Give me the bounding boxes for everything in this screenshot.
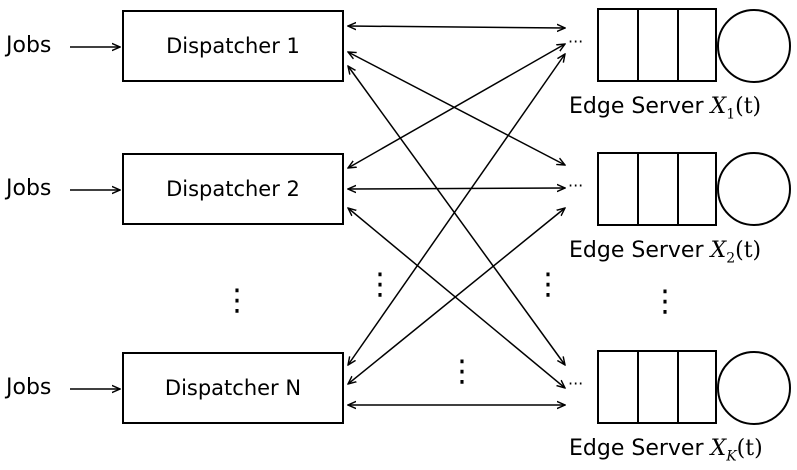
server-ellipsis: ⋮ bbox=[650, 284, 680, 319]
queue-ellipsis-1: ··· bbox=[568, 32, 584, 51]
jobs-label-n: Jobs bbox=[6, 375, 52, 400]
dispatcher-2-label: Dispatcher 2 bbox=[166, 177, 300, 201]
server-circle-k bbox=[717, 351, 791, 425]
queue-ellipsis-2: ··· bbox=[568, 176, 584, 195]
server-caption-k: Edge Server XK(t) bbox=[569, 436, 763, 465]
dispatcher-n: Dispatcher N bbox=[122, 352, 344, 424]
queue-server-k bbox=[597, 350, 791, 425]
dispatcher-1-label: Dispatcher 1 bbox=[166, 34, 300, 58]
server-circle-2 bbox=[717, 152, 791, 226]
link-dn-s2 bbox=[348, 208, 565, 384]
server-caption-k-text: Edge Server bbox=[569, 436, 704, 461]
link-d2-s1 bbox=[348, 44, 565, 168]
jobs-label-2: Jobs bbox=[6, 176, 52, 201]
server-caption-1-var: X1(t) bbox=[710, 94, 762, 123]
link-d1-s2 bbox=[348, 52, 565, 165]
link-ellipsis-mid: ⋮ bbox=[447, 354, 477, 389]
server-caption-2-text: Edge Server bbox=[569, 238, 704, 263]
dispatcher-2: Dispatcher 2 bbox=[122, 153, 344, 225]
link-d2-s2 bbox=[348, 188, 565, 189]
link-ellipsis-left: ⋮ bbox=[365, 267, 395, 302]
link-d1-sk bbox=[348, 66, 565, 365]
queue-server-1 bbox=[597, 8, 791, 83]
server-caption-1: Edge Server X1(t) bbox=[569, 94, 762, 123]
server-circle-1 bbox=[717, 9, 791, 83]
dispatcher-ellipsis: ⋮ bbox=[222, 283, 252, 318]
server-caption-k-var: XK(t) bbox=[710, 436, 763, 465]
dispatcher-n-label: Dispatcher N bbox=[164, 376, 302, 400]
dispatcher-1: Dispatcher 1 bbox=[122, 10, 344, 82]
server-caption-2-var: X2(t) bbox=[710, 238, 762, 267]
link-ellipsis-right: ⋮ bbox=[533, 267, 563, 302]
link-dn-s1 bbox=[348, 54, 565, 365]
server-caption-2: Edge Server X2(t) bbox=[569, 238, 762, 267]
queue-server-2 bbox=[597, 152, 791, 226]
server-caption-1-text: Edge Server bbox=[569, 94, 704, 119]
jobs-label-1: Jobs bbox=[6, 33, 52, 58]
link-d1-s1 bbox=[348, 26, 565, 28]
queue-ellipsis-k: ··· bbox=[568, 374, 584, 393]
